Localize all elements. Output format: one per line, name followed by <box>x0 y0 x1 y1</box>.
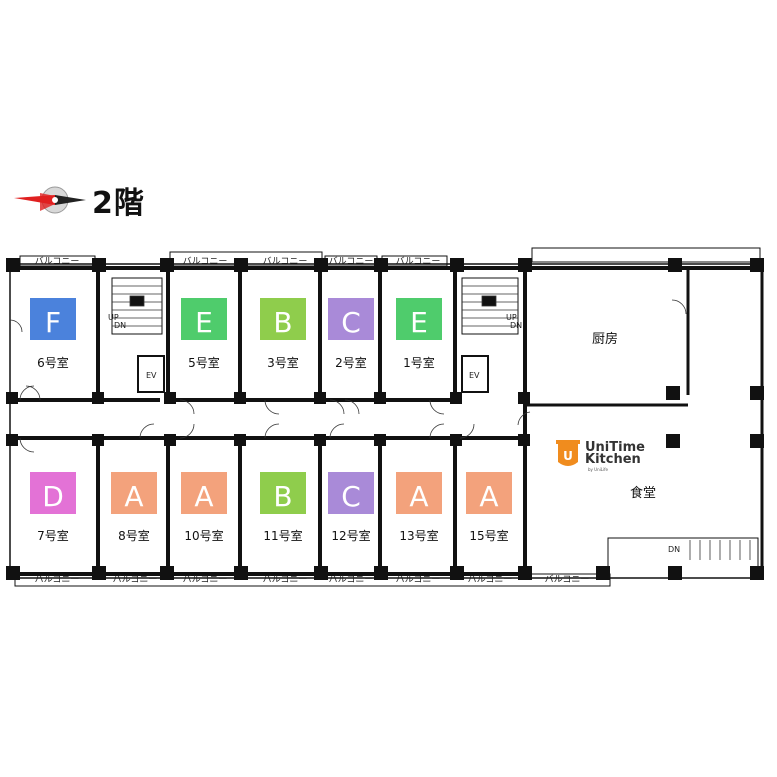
room-label-7: 7号室 <box>37 528 69 543</box>
logo-line2: Kitchen <box>585 452 641 467</box>
logo-line1: UniTime <box>585 440 645 455</box>
room-type-badges: F E B C E D A A B C A A <box>30 298 512 514</box>
type-badge-2 <box>328 298 374 340</box>
type-letter-15: A <box>479 480 498 513</box>
type-letter-7: D <box>42 480 64 513</box>
type-letter-13: A <box>409 480 428 513</box>
room-label-1: 1号室 <box>403 355 435 370</box>
type-badge-5 <box>181 298 227 340</box>
type-letter-11: B <box>273 480 292 513</box>
stairs-right <box>462 285 518 327</box>
type-badge-15 <box>466 472 512 514</box>
type-letter-5: E <box>195 306 213 339</box>
compass-icon <box>14 186 86 214</box>
type-letter-3: B <box>273 306 292 339</box>
balcony-labels: バルコニー バルコニー バルコニー バルコニー バルコニー バルコニー バルコニ… <box>35 256 590 585</box>
balcony-label: バルコニー <box>183 256 228 267</box>
room-label-5: 5号室 <box>188 355 220 370</box>
type-letter-2: C <box>341 306 361 339</box>
unitime-kitchen-logo: U UniTime Kitchen by UniLife <box>556 440 645 472</box>
type-letter-6: F <box>45 306 61 339</box>
type-badge-6 <box>30 298 76 340</box>
room-label-11: 11号室 <box>263 528 302 543</box>
room-labels: 6号室 5号室 3号室 2号室 1号室 7号室 8号室 10号室 11号室 12… <box>37 355 508 543</box>
stair-dn-label: DN <box>510 321 522 330</box>
room-label-2: 2号室 <box>335 355 367 370</box>
type-letter-12: C <box>341 480 361 513</box>
balcony-label: バルコニー <box>35 256 80 267</box>
columns <box>6 258 764 580</box>
type-badge-3 <box>260 298 306 340</box>
type-letter-1: E <box>410 306 428 339</box>
room-label-8: 8号室 <box>118 528 150 543</box>
room-label-12: 12号室 <box>331 528 370 543</box>
balcony-label: バルコニー <box>468 574 513 585</box>
kitchen-label: 厨房 <box>592 331 618 347</box>
stair-dn-label: DN <box>668 545 680 554</box>
stair-dn-label: DN <box>114 321 126 330</box>
type-letter-10: A <box>194 480 213 513</box>
type-badge-12 <box>328 472 374 514</box>
floor-title: 2階 <box>92 186 145 221</box>
balcony-label: バルコニー <box>329 574 374 585</box>
type-badge-8 <box>111 472 157 514</box>
type-badge-7 <box>30 472 76 514</box>
room-label-3: 3号室 <box>267 355 299 370</box>
dining-label: 食堂 <box>630 485 656 501</box>
balcony-label: バルコニー <box>545 574 590 585</box>
stairs-left <box>112 285 162 327</box>
balcony-label: バルコニー <box>183 574 228 585</box>
stair-up-label: UP <box>506 313 517 322</box>
ev-label: EV <box>469 371 480 380</box>
logo-small: by UniLife <box>588 467 609 472</box>
room-label-6: 6号室 <box>37 355 69 370</box>
balcony-label: バルコニー <box>396 256 441 267</box>
ev-label: EV <box>146 371 157 380</box>
room-label-15: 15号室 <box>469 528 508 543</box>
balcony-label: バルコニー <box>396 574 441 585</box>
stairs-outside <box>689 540 751 560</box>
type-badge-11 <box>260 472 306 514</box>
type-badge-13 <box>396 472 442 514</box>
room-label-10: 10号室 <box>184 528 223 543</box>
doors <box>9 299 687 453</box>
svg-text:U: U <box>563 449 573 463</box>
balcony-label: バルコニー <box>35 574 80 585</box>
balcony-label: バルコニー <box>113 574 158 585</box>
balcony-label: バルコニー <box>263 574 308 585</box>
room-label-13: 13号室 <box>399 528 438 543</box>
balcony-label: バルコニー <box>329 256 374 267</box>
stair-up-label: UP <box>108 313 119 322</box>
pot-icon: U <box>556 440 580 466</box>
stair-ev-labels: UP DN UP DN DN EV EV <box>108 313 680 554</box>
type-badge-1 <box>396 298 442 340</box>
type-letter-8: A <box>124 480 143 513</box>
balcony-label: バルコニー <box>263 256 308 267</box>
type-badge-10 <box>181 472 227 514</box>
